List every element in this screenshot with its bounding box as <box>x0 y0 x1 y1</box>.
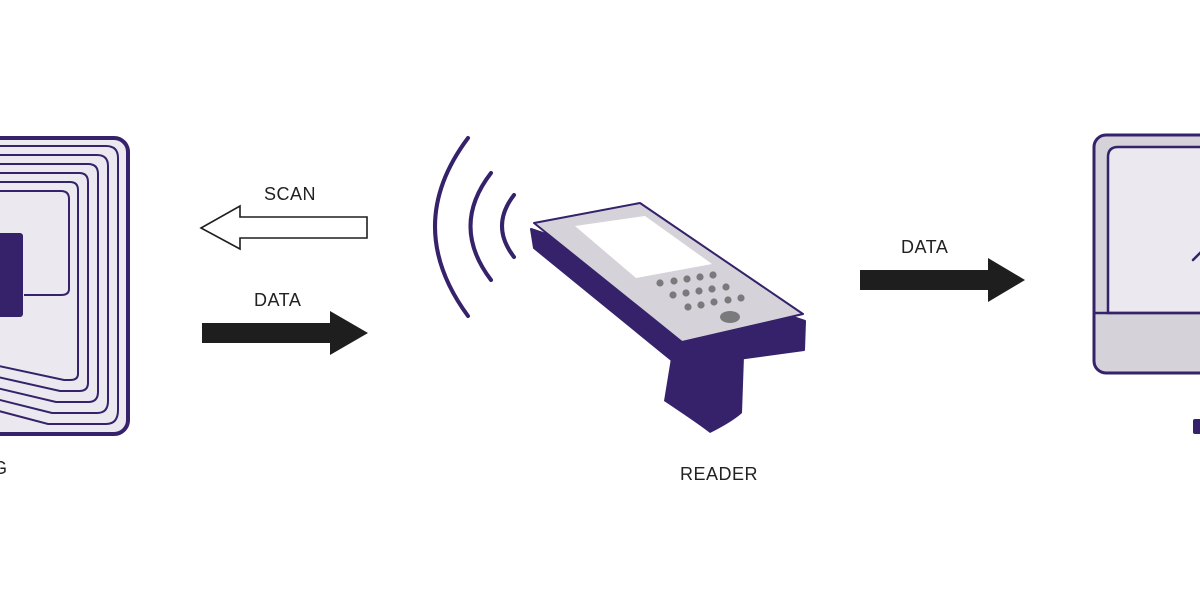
data-label-to-computer: DATA <box>901 237 949 257</box>
tag-antenna-coil <box>0 145 119 425</box>
handheld-reader-icon <box>530 202 806 433</box>
scan-arrow <box>199 204 368 251</box>
reader-label: READER <box>680 464 759 484</box>
data-arrow-to-computer <box>860 258 1025 302</box>
reader-handle <box>664 352 744 433</box>
reader-screen <box>575 216 712 278</box>
monitor-content-mark <box>1191 251 1200 262</box>
tag-label: G <box>0 458 8 478</box>
reader-keypad <box>656 271 745 311</box>
tag-card <box>0 136 130 436</box>
radio-waves-icon <box>433 136 516 318</box>
tag-chip <box>0 233 23 317</box>
data-arrow-to-reader <box>202 311 368 355</box>
rfid-tag-icon <box>0 136 130 436</box>
reader-trigger-button <box>720 311 740 323</box>
scan-label: SCAN <box>264 184 317 204</box>
monitor-screen <box>1106 145 1200 315</box>
monitor-icon <box>1092 133 1200 434</box>
data-label-to-reader: DATA <box>254 290 302 310</box>
monitor-stand <box>1193 419 1200 434</box>
